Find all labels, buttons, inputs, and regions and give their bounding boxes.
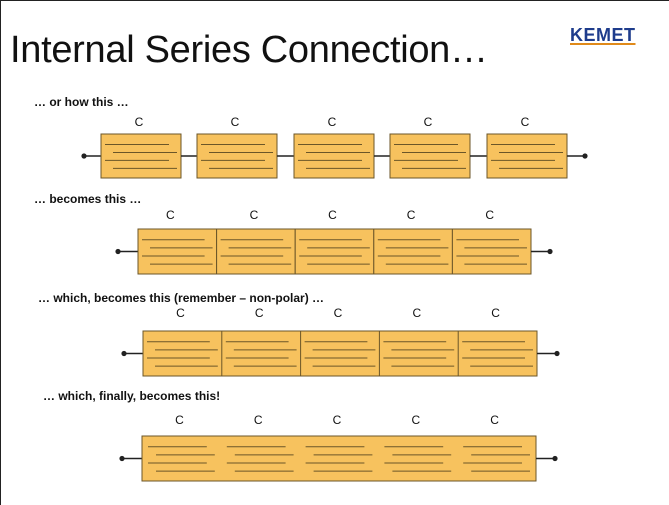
capacitor-block — [451, 228, 532, 275]
terminal-dot — [552, 455, 558, 462]
capacitor-label: C — [491, 306, 500, 320]
capacitor-label: C — [176, 306, 185, 320]
capacitor-label: C — [334, 306, 343, 320]
capacitor-label: C — [254, 413, 263, 427]
terminal-dot — [582, 153, 588, 159]
capacitor-block — [100, 133, 182, 179]
capacitor-block — [137, 228, 218, 275]
terminal-dot — [115, 248, 121, 255]
capacitor-label: C — [166, 208, 175, 222]
capacitor-label: C — [412, 306, 421, 320]
capacitor-label: C — [231, 115, 240, 129]
capacitor-label: C — [407, 208, 416, 222]
caption-non-polar: … which, becomes this (remember – non-po… — [38, 291, 325, 305]
capacitor-label: C — [333, 413, 342, 427]
capacitor-body — [141, 435, 537, 482]
capacitor-block — [293, 133, 375, 179]
capacitor-label: C — [250, 208, 259, 222]
capacitor-label: C — [255, 306, 264, 320]
capacitor-label: C — [485, 208, 494, 222]
terminal-dot — [121, 350, 127, 357]
caption-final-structure: … which, finally, becomes this! — [43, 389, 221, 403]
capacitor-body — [142, 330, 538, 377]
capacitor-label: C — [175, 413, 184, 427]
slide-title: Internal Series Connection… — [10, 29, 488, 71]
capacitor-label: C — [328, 208, 337, 222]
capacitor-label: C — [411, 413, 420, 427]
caption-adjacent-blocks: … becomes this … — [34, 192, 142, 206]
terminal-dot — [81, 153, 87, 159]
capacitor-label: C — [135, 115, 144, 129]
capacitor-label: C — [424, 115, 433, 129]
capacitor-block — [389, 133, 471, 179]
terminal-dot — [547, 248, 553, 255]
kemet-logo: KEMET — [570, 25, 636, 45]
terminal-dot — [119, 455, 125, 462]
capacitor-block — [216, 228, 296, 275]
capacitor-block — [373, 228, 453, 275]
capacitor-block — [294, 228, 375, 275]
capacitor-label: C — [521, 115, 530, 129]
capacitor-label: C — [328, 115, 337, 129]
terminal-dot — [554, 350, 560, 357]
caption-original-series: … or how this … — [34, 95, 129, 109]
capacitor-block — [196, 133, 278, 179]
capacitor-label: C — [490, 413, 499, 427]
capacitor-block — [486, 133, 568, 179]
